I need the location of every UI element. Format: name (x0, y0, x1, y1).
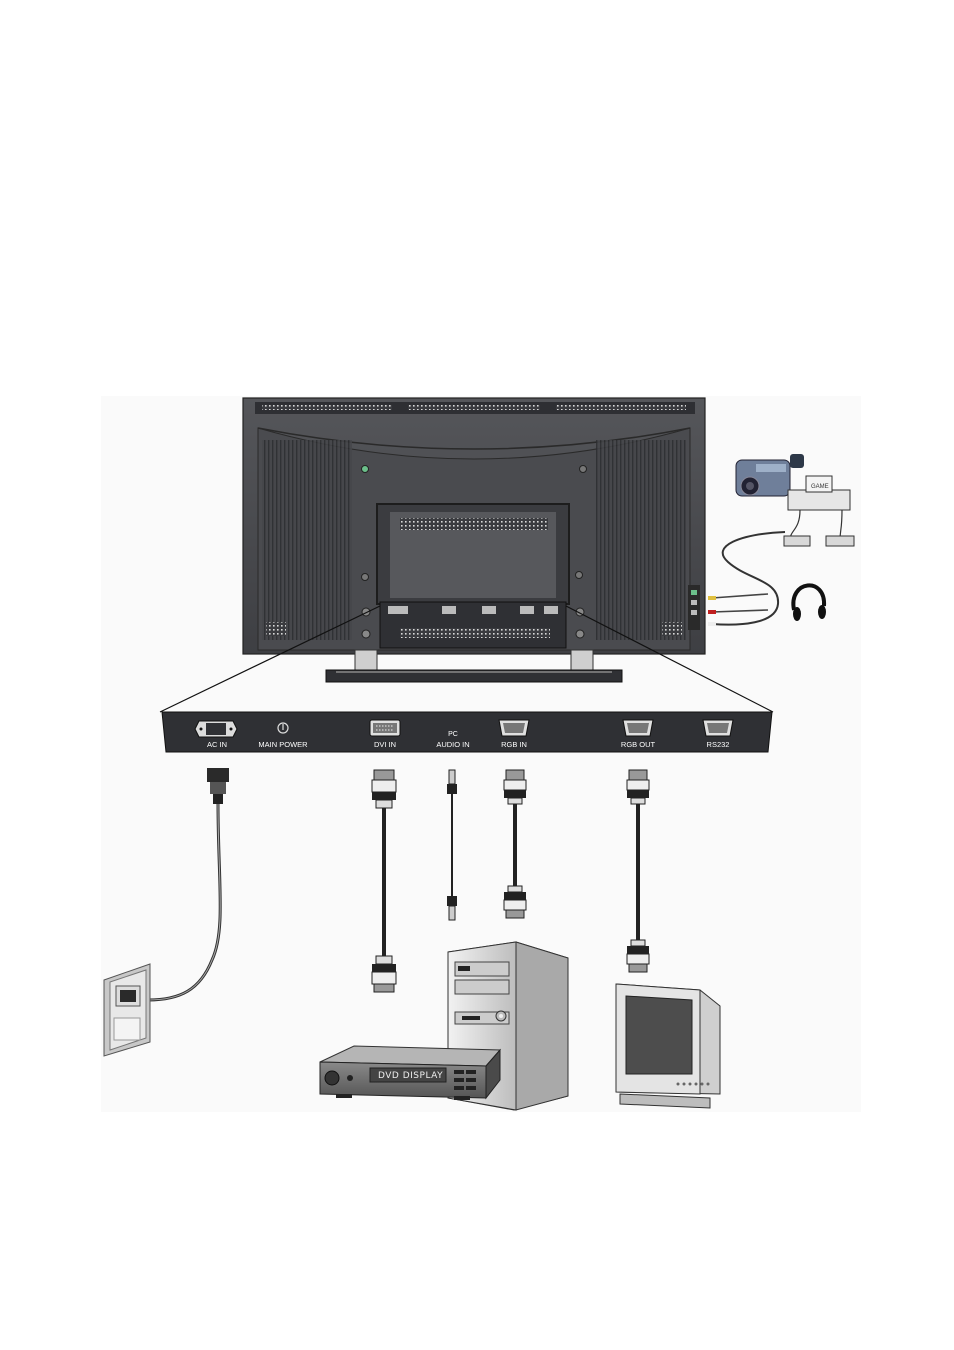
ac-in-port (195, 721, 237, 737)
ac-in-label: AC IN (207, 740, 227, 749)
connector-panel: AC IN MAIN POWER DVI IN PC AUDIO IN RGB … (162, 712, 772, 752)
rgb-out-label: RGB OUT (621, 740, 656, 749)
tv-rear (243, 398, 705, 654)
pc-audio-in-label-line2: AUDIO IN (436, 740, 469, 749)
rgb-in-port (499, 720, 529, 736)
monitor (616, 984, 720, 1108)
rgb-out-port (623, 720, 653, 736)
rs232-label: RS232 (707, 740, 730, 749)
rgb-in-label: RGB IN (501, 740, 527, 749)
dvd-player: DVD DISPLAY (320, 1046, 500, 1100)
main-power-label: MAIN POWER (258, 740, 308, 749)
dvd-display-label: DVD DISPLAY (378, 1071, 443, 1081)
dvi-in-port (370, 720, 400, 736)
console-label: GAME (811, 484, 829, 490)
dvi-in-label: DVI IN (374, 740, 396, 749)
rs232-port (703, 720, 733, 736)
pc-audio-in-label-line1: PC (448, 731, 458, 738)
wall-outlet (104, 964, 150, 1056)
